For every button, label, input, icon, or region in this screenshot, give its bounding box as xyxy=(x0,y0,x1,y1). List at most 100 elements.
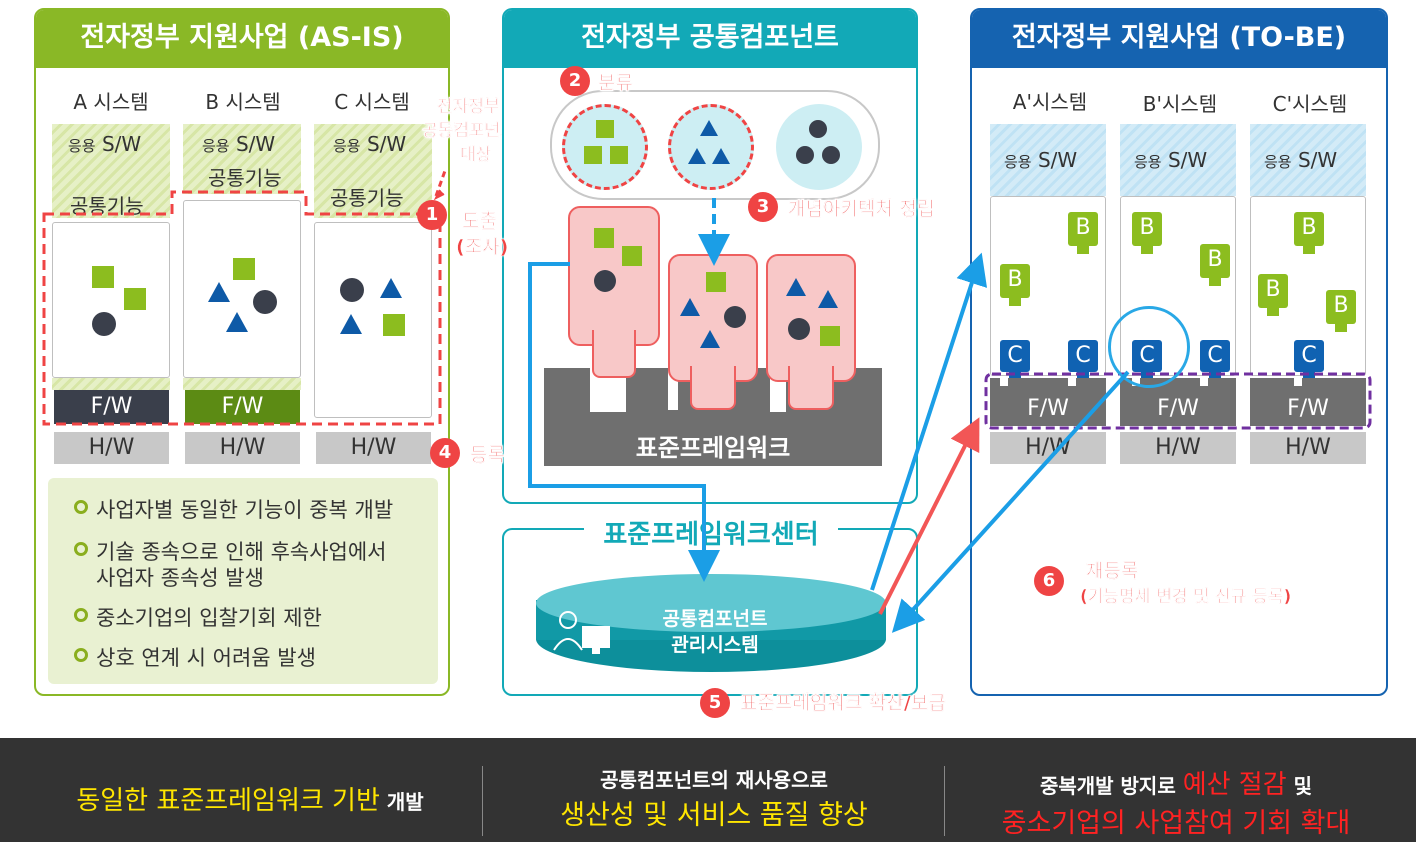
asis-common-func-b: 공통기능 xyxy=(208,166,282,190)
asis-component-box-c xyxy=(314,222,432,418)
triangle-icon xyxy=(818,290,838,308)
square-icon xyxy=(610,146,628,164)
component-piece-2-stem xyxy=(690,366,736,410)
tobe-fw-b: F/W xyxy=(1157,396,1199,421)
asis-issue-2: 기술 종속으로 인해 후속사업에서 xyxy=(74,536,387,566)
tobe-system-a-label: A'시스템 xyxy=(1012,90,1088,114)
component-piece-1-stem xyxy=(592,330,636,378)
db-label-2: 관리시스템 xyxy=(671,634,759,656)
footer-benefit-1: 동일한 표준프레임워크 기반 개발 xyxy=(76,786,424,816)
triangle-icon xyxy=(786,278,806,296)
tobe-fw-a: F/W xyxy=(1027,396,1069,421)
tobe-title: 전자정부 지원사업 (TO-BE) xyxy=(972,10,1386,68)
circle-icon xyxy=(788,318,810,340)
asis-sw-area-a xyxy=(52,124,170,218)
tobe-sw-area-a xyxy=(990,124,1106,196)
tobe-system-b-label: B'시스템 xyxy=(1142,92,1218,116)
c-component-block: C xyxy=(1000,340,1030,380)
footer-divider-2 xyxy=(944,766,945,836)
step-6-label: 재등록 xyxy=(1086,560,1139,582)
asis-title: 전자정부 지원사업 (AS-IS) xyxy=(36,10,448,68)
asis-common-outline xyxy=(42,167,448,426)
asis-system-b-label: B 시스템 xyxy=(205,90,281,114)
tobe-sw-area-c xyxy=(1250,124,1366,196)
group-triangle xyxy=(668,104,754,190)
footer-benefit-3: 중복개발 방지로 예산 절감 및 중소기업의 사업참여 기회 확대 xyxy=(1001,770,1351,839)
triangle-icon xyxy=(340,314,362,334)
square-icon xyxy=(383,314,405,336)
tobe-system-c-label: C'시스템 xyxy=(1272,92,1348,116)
tobe-fw-c: F/W xyxy=(1287,396,1329,421)
circle-icon xyxy=(340,278,364,302)
triangle-icon xyxy=(712,148,730,164)
triangle-icon xyxy=(700,120,718,136)
asis-issue-1: 사업자별 동일한 기능이 중복 개발 xyxy=(74,494,393,524)
tobe-hw-a: H/W xyxy=(990,432,1106,464)
asis-target-label-3: 대상 xyxy=(460,145,492,165)
asis-sw-a: 응용 S/W xyxy=(68,132,142,156)
triangle-icon xyxy=(380,278,402,298)
circle-icon xyxy=(253,290,277,314)
group-circle xyxy=(776,104,862,190)
step-1-number: 1 xyxy=(417,200,447,230)
step-2-label: 분류 xyxy=(598,72,633,94)
step-1-sub: (조사) xyxy=(456,236,509,258)
asis-sw-c: 응용 S/W xyxy=(333,132,407,156)
square-icon xyxy=(706,272,726,292)
circle-icon xyxy=(822,146,840,164)
tobe-sw-area-b xyxy=(1120,124,1236,196)
asis-sw-area-b xyxy=(183,124,301,194)
tobe-sw-c: 응용 S/W xyxy=(1264,148,1338,172)
step-5-label: 표준프레임워크 확산/보급 xyxy=(740,692,946,714)
b-component-block: B xyxy=(1200,244,1230,286)
component-piece-3-stem xyxy=(788,366,834,410)
square-icon xyxy=(820,326,840,346)
asis-common-func-c: 공통기능 xyxy=(330,186,404,210)
square-icon xyxy=(622,246,642,266)
asis-sw-b: 응용 S/W xyxy=(202,132,276,156)
tobe-sw-b: 응용 S/W xyxy=(1134,148,1208,172)
footer-benefit-2: 공통컴포넌트의 재사용으로 생산성 및 서비스 품질 향상 xyxy=(560,768,868,831)
circle-icon xyxy=(594,270,616,292)
circle-icon xyxy=(724,306,746,328)
asis-fw-b: F/W xyxy=(185,390,300,424)
asis-fw-a: F/W xyxy=(54,390,169,424)
asis-fw-hatch-b xyxy=(183,378,301,390)
step-6-number: 6 xyxy=(1034,566,1064,596)
group-square xyxy=(562,104,648,190)
square-icon xyxy=(233,258,255,280)
step-4-label: 등록 xyxy=(470,444,505,466)
square-icon xyxy=(124,288,146,310)
asis-issues-box xyxy=(48,478,438,684)
asis-issue-4: 상호 연계 시 어려움 발생 xyxy=(74,642,316,672)
asis-system-a-label: A 시스템 xyxy=(73,90,149,114)
asis-component-box-a xyxy=(52,222,170,378)
framework-label: 표준프레임워크 xyxy=(635,434,791,462)
tobe-hw-c: H/W xyxy=(1250,432,1366,464)
footer-divider-1 xyxy=(482,766,483,836)
center-title: 전자정부 공통컴포넌트 xyxy=(504,10,916,68)
step-3-number: 3 xyxy=(748,192,778,222)
b-component-block: B xyxy=(1132,212,1162,254)
step-4-number: 4 xyxy=(430,438,460,468)
c-component-block: C xyxy=(1200,340,1230,380)
b-component-block: B xyxy=(1000,264,1030,306)
square-icon xyxy=(596,120,614,138)
db-top xyxy=(536,574,886,632)
reuse-highlight-circle xyxy=(1108,306,1190,388)
step-5-number: 5 xyxy=(700,688,730,718)
b-component-block: B xyxy=(1068,212,1098,254)
circle-icon xyxy=(796,146,814,164)
operator-icon xyxy=(553,611,610,654)
triangle-icon xyxy=(680,298,700,316)
asis-target-label-1: 전자정부 xyxy=(437,97,500,117)
asis-target-label-2: 공통컴포넌트 xyxy=(422,121,516,141)
asis-component-box-b xyxy=(183,200,301,378)
b-component-block: B xyxy=(1326,290,1356,332)
asis-hw-a: H/W xyxy=(54,432,169,464)
center-name: 표준프레임워크센터 xyxy=(584,514,838,551)
asis-sw-area-c xyxy=(314,124,432,218)
asis-fw-hatch-a xyxy=(52,378,170,390)
footer-bar xyxy=(0,738,1416,842)
b-component-block: B xyxy=(1258,274,1288,316)
